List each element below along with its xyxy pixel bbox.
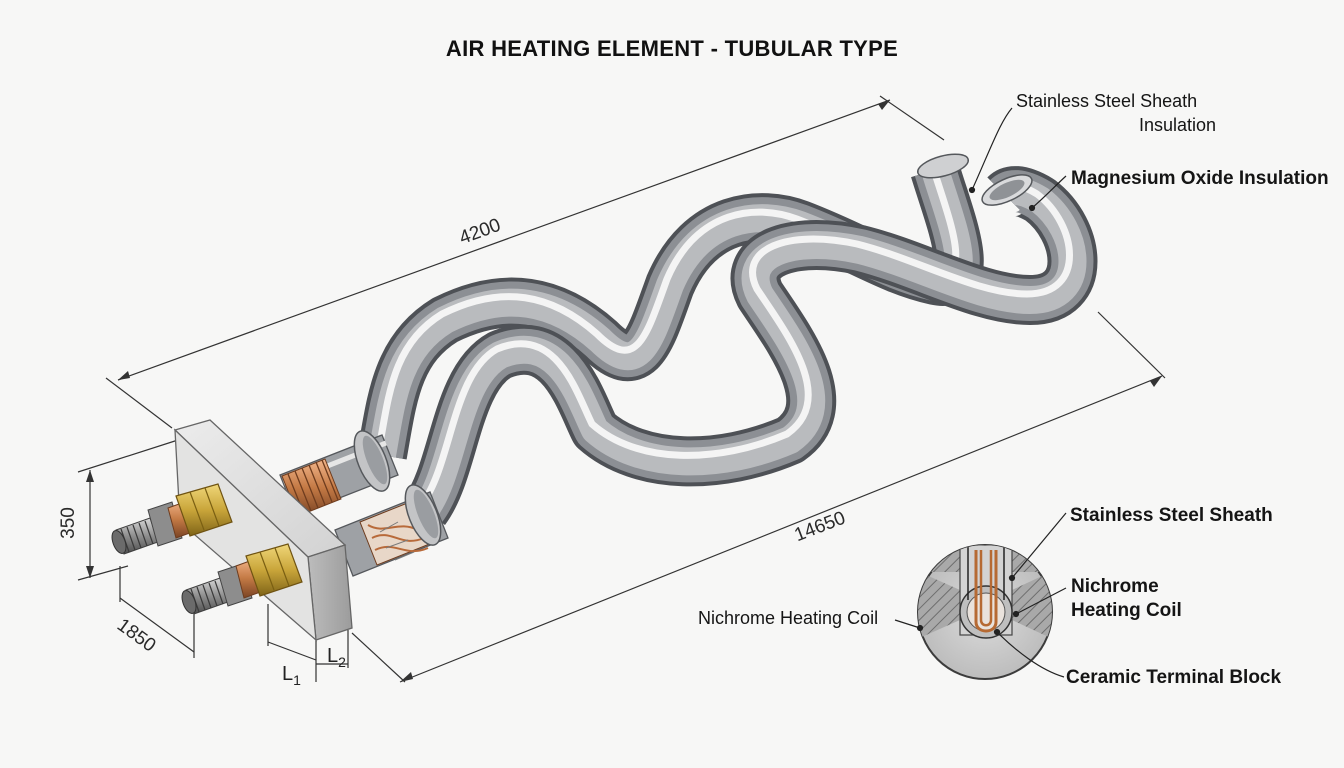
dimension-1850: 1850 [113,615,160,657]
dimension-l2: L2 [327,645,346,670]
tube-end-open [981,174,1033,206]
lower-flange-ring [404,484,442,546]
label-nichrome-detail-line2: Heating Coil [1071,600,1182,621]
dimension-350: 350 [58,507,79,539]
label-nichrome-heating-coil-left: Nichrome Heating Coil [698,608,879,628]
lower-lead-section [334,484,449,577]
upper-flange-ring [353,430,391,492]
upper-terminal [111,483,233,555]
dimension-l1: L1 [282,663,301,688]
heating-tube-front [404,166,1098,525]
label-ceramic-terminal-block: Ceramic Terminal Block [1066,667,1282,688]
label-stainless-steel-sheath-detail: Stainless Steel Sheath [1070,505,1273,526]
leader-lines [894,107,1067,678]
tube-end-top [917,153,969,179]
label-stainless-steel-sheath-top: Stainless Steel Sheath [1016,91,1198,111]
label-insulation: Insulation [1139,115,1217,135]
label-magnesium-oxide-insulation: Magnesium Oxide Insulation [1071,168,1329,189]
diagram-title: AIR HEATING ELEMENT - TUBULAR TYPE [445,36,899,61]
dimension-4200: 4200 [457,215,504,249]
cross-section-detail [917,544,1053,680]
dimension-length-top [105,95,945,429]
dimension-l1-l2 [267,604,349,682]
label-nichrome-detail-line1: Nichrome [1071,576,1159,597]
lower-terminal [181,543,303,615]
dimension-depth [119,566,195,658]
dimension-length-bottom [351,311,1166,683]
